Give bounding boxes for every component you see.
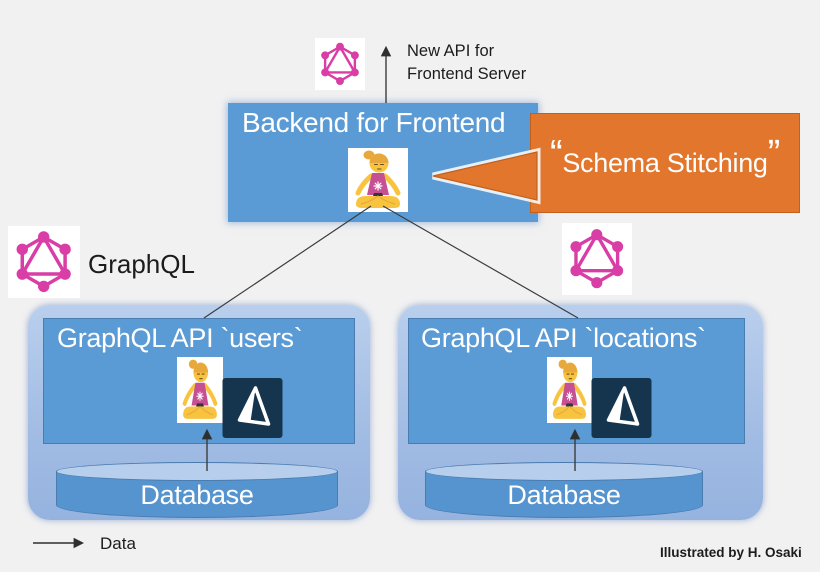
new-api-label-line2: Frontend Server [407, 65, 527, 84]
api-title-locations: GraphQL API `locations` [421, 323, 706, 353]
database-cylinder-body: Database [425, 471, 703, 518]
backend-box-title: Backend for Frontend [242, 107, 506, 138]
prisma-icon [590, 378, 653, 438]
new-api-label-line1: New API for [407, 42, 495, 60]
graphql-label: GraphQL [88, 249, 195, 279]
callout-phrase: Schema Stitching [562, 147, 768, 178]
graphql-logo [16, 231, 72, 293]
prisma-icon [222, 378, 283, 438]
database-label: Database [140, 479, 254, 510]
open-quote: “ [549, 132, 563, 175]
schema-stitching-callout: “Schema Stitching” [530, 113, 800, 213]
graphql-logo [570, 229, 624, 289]
database-cylinder-users: Database [56, 462, 338, 518]
database-cylinder-top [425, 462, 703, 481]
database-label: Database [507, 479, 621, 510]
graphql-icon-top [315, 38, 365, 90]
graphql-logo [321, 42, 359, 86]
graphql-icon-left [8, 226, 80, 298]
meditating-person-emoji [177, 357, 223, 423]
database-cylinder-top [56, 462, 338, 481]
meditating-person-emoji [547, 357, 592, 423]
database-cylinder-locations: Database [425, 462, 703, 518]
connector-backend-to-locations [382, 205, 579, 319]
legend-data-label: Data [100, 534, 136, 553]
close-quote: ” [767, 132, 781, 175]
credit-text: Illustrated by H. Osaki [660, 545, 802, 560]
meditating-person-emoji [348, 148, 408, 212]
callout-text: “Schema Stitching” [550, 135, 780, 179]
api-title-users: GraphQL API `users` [57, 323, 303, 353]
new-api-label: New API for Frontend Server [407, 40, 526, 87]
graphql-icon-right [562, 223, 632, 295]
callout-tail [432, 147, 541, 205]
connector-backend-to-users [203, 205, 372, 319]
